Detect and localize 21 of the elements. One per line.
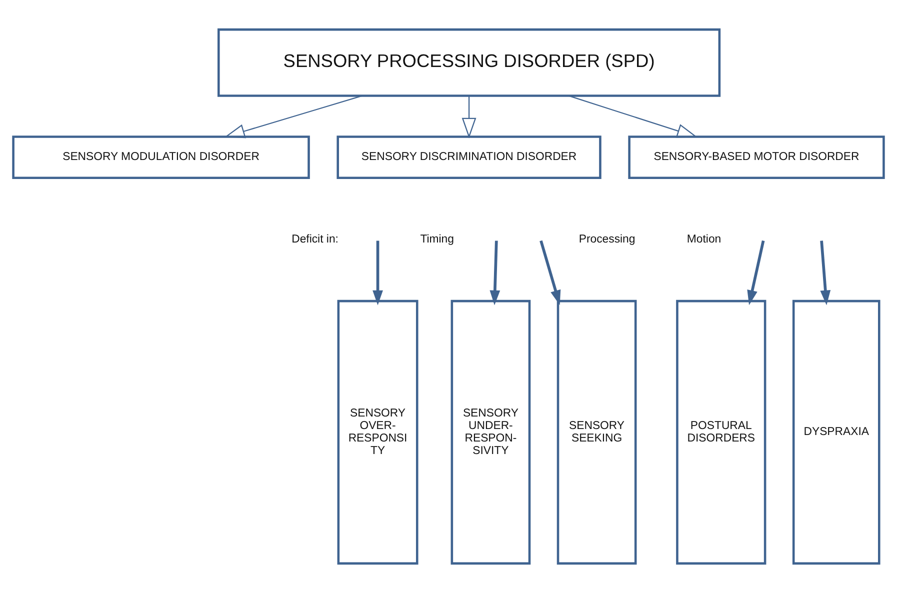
label: Deficit in: bbox=[292, 232, 338, 245]
node-box: DYSPRAXIA bbox=[792, 299, 880, 564]
node-box: SENSORY PROCESSING DISORDER (SPD) bbox=[218, 28, 721, 96]
arrow bbox=[490, 240, 500, 305]
arrow bbox=[224, 94, 362, 138]
node-box: SENSORY MODULATION DISORDER bbox=[12, 135, 310, 178]
arrow bbox=[747, 240, 765, 305]
node-box: SENSORY UNDER- RESPON- SIVITY bbox=[450, 299, 531, 564]
label: Timing bbox=[420, 232, 454, 245]
arrow bbox=[568, 94, 698, 138]
label: Motion bbox=[686, 232, 722, 245]
arrow bbox=[462, 96, 476, 138]
node-box: POSTURAL DISORDERS bbox=[676, 299, 766, 564]
arrow bbox=[372, 240, 383, 305]
node-box: SENSORY SEEKING bbox=[556, 299, 637, 564]
node-box: SENSORY DISCRIMINATION DISORDER bbox=[336, 135, 602, 178]
node-box: SENSORY-BASED MOTOR DISORDER bbox=[628, 135, 885, 178]
node-box: SENSORY OVER- RESPONSI TY bbox=[337, 299, 418, 564]
label: Processing bbox=[578, 232, 636, 245]
arrow bbox=[820, 240, 831, 305]
arrow bbox=[540, 240, 561, 305]
